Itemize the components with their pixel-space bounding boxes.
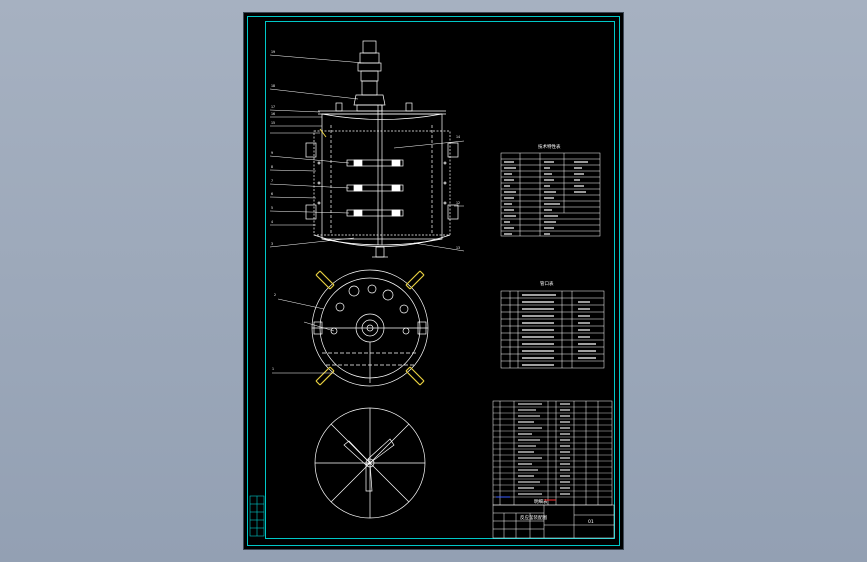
callout-16: 16 — [271, 112, 275, 116]
title-block: 反应釜装配图 01 — [492, 504, 615, 539]
front-view-leaders — [269, 54, 465, 252]
callout-1: 1 — [272, 367, 274, 371]
callout-17: 17 — [271, 105, 275, 109]
flange-detail-mark — [319, 128, 327, 138]
parts-list-rows — [493, 406, 612, 498]
callout-9: 9 — [271, 151, 273, 155]
parts-list-text-marks — [518, 403, 570, 495]
assembly-drawing: 19 18 17 16 15 9 8 7 6 5 4 3 14 13 12 — [247, 16, 620, 546]
front-view-callouts: 19 18 17 16 15 9 8 7 6 5 4 3 14 13 12 — [271, 50, 460, 250]
callout-19: 19 — [271, 50, 275, 54]
nozzle-table-title: 管口表 — [540, 280, 554, 287]
nozzle-table: 管口表 — [500, 280, 605, 369]
plan-view-leaders — [272, 298, 335, 374]
support-lugs — [315, 270, 425, 386]
callout-8: 8 — [271, 165, 273, 169]
nozzle-table-text-marks — [522, 294, 596, 366]
callout-15: 15 — [271, 121, 275, 125]
callout-18: 18 — [271, 84, 275, 88]
callout-14: 14 — [456, 135, 460, 139]
drawing-sheet: 19 18 17 16 15 9 8 7 6 5 4 3 14 13 12 — [244, 13, 623, 549]
technical-table: 技术特性表 — [500, 143, 601, 237]
technical-table-text-marks — [504, 161, 588, 235]
callout-5: 5 — [271, 206, 273, 210]
callout-13: 13 — [456, 246, 460, 250]
sheet-inner-border — [265, 21, 615, 539]
technical-table-title: 技术特性表 — [538, 143, 561, 150]
callout-7: 7 — [271, 179, 273, 183]
callout-4: 4 — [271, 220, 273, 224]
binding-strip — [249, 495, 265, 537]
plan-view — [311, 269, 429, 387]
callout-12: 12 — [456, 201, 460, 205]
callout-3: 3 — [271, 242, 273, 246]
parts-list: 明细表 — [492, 400, 613, 506]
front-view — [305, 40, 459, 258]
drawing-number: 01 — [588, 519, 594, 525]
callout-6: 6 — [271, 192, 273, 196]
drawing-title: 反应釜装配图 — [520, 514, 547, 521]
blade-section-view — [314, 407, 426, 519]
parts-list-title: 明细表 — [534, 498, 548, 505]
callout-2: 2 — [274, 293, 276, 297]
sheet-outer-border — [247, 16, 620, 546]
